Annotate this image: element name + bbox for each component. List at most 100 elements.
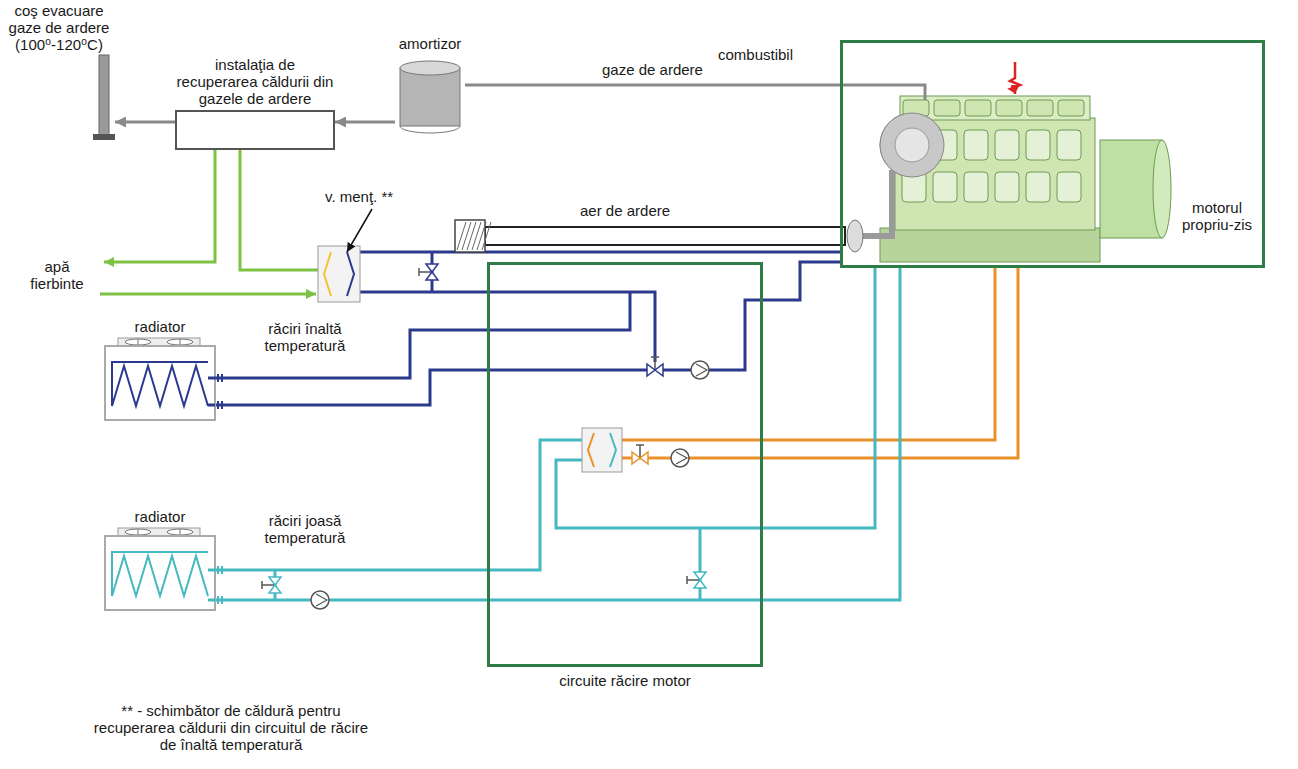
heat-exchanger <box>610 433 616 467</box>
engine-illustration <box>847 220 863 252</box>
radiator-coil <box>112 556 208 596</box>
edge-label: gaze de ardere <box>599 61 706 78</box>
valve-stem <box>262 584 275 586</box>
engine-illustration <box>862 170 892 236</box>
pipe-flange <box>217 401 219 409</box>
three-way-valve <box>632 452 648 464</box>
pump-symbol <box>311 591 329 609</box>
node-label: coş evacuare gaze de ardere (100⁰-120⁰C) <box>3 2 115 53</box>
pipe-flange <box>217 596 219 604</box>
heat-exchanger <box>347 252 354 296</box>
edge-label-holder: gaze de ardere <box>599 61 706 78</box>
heat-exchanger <box>582 428 622 472</box>
engine-panel <box>964 130 988 160</box>
label-holder: apă fierbinte <box>22 258 92 292</box>
engine-illustration <box>1010 62 1020 94</box>
heat-exchanger <box>318 246 360 302</box>
valve-stem <box>636 444 644 446</box>
pump-symbol <box>671 449 689 467</box>
engine-panel <box>1057 130 1081 160</box>
pipe-connector <box>335 121 395 124</box>
engine-box: motorul propriu-zis <box>840 40 1265 268</box>
filter-hatch <box>472 222 481 250</box>
three-way-valve <box>269 577 281 593</box>
pump-symbol <box>691 361 709 379</box>
muffler <box>400 68 460 126</box>
annotation-label: răciri înaltă temperatură <box>245 320 365 354</box>
annotation-label: v. menţ. ** <box>325 188 425 205</box>
label-holder: răciri înaltă temperatură <box>245 320 365 354</box>
node-label: motorul propriu-zis <box>1173 199 1261 233</box>
leader-arrow <box>347 209 372 252</box>
radiator-body <box>105 536 215 610</box>
muffler <box>400 61 460 133</box>
muffler <box>400 61 460 75</box>
annotation-label: apă fierbinte <box>22 258 92 292</box>
pipe-flange <box>221 596 223 604</box>
radiator-coil <box>112 362 208 406</box>
radiator-body <box>105 346 215 420</box>
valve-stem <box>686 576 688 584</box>
annotation-label: combustibil <box>718 46 818 63</box>
engine-panel <box>1026 172 1050 202</box>
heat-exchanger <box>582 428 622 472</box>
ht-pipes <box>360 292 655 362</box>
lt-pipes <box>699 528 702 600</box>
hot-water-pipes <box>240 150 318 270</box>
pipe-connector <box>215 330 487 378</box>
pump-symbol <box>316 594 327 606</box>
radiator-stub <box>208 569 215 572</box>
engine-illustration <box>880 228 1100 262</box>
pipe-connector <box>465 84 840 87</box>
radiator-stub <box>208 599 215 602</box>
valves-pumps-radiators <box>105 222 709 610</box>
oil-pipes <box>622 268 995 440</box>
oil-pipes <box>622 268 1018 458</box>
annotation-label: aer de ardere <box>580 202 700 219</box>
three-way-valve <box>647 364 663 376</box>
engine-panel <box>933 172 957 202</box>
engine-illustration <box>880 113 944 177</box>
annotation-label: ** - schimbător de căldură pentru recupe… <box>90 702 372 753</box>
radiator-node: radiator <box>105 508 215 610</box>
hot-water-pipes <box>100 150 318 294</box>
muffler-node: amortizor <box>395 35 465 135</box>
pipe-connector <box>763 262 840 300</box>
ht-pipes <box>663 300 763 370</box>
engine-illustration <box>895 128 929 162</box>
engine-illustration <box>1153 140 1171 238</box>
node-label: radiator <box>105 318 215 335</box>
filter-hatch <box>462 222 471 250</box>
node-label: circuite răcire motor <box>487 672 763 689</box>
label-holder: răciri joasă temperatură <box>245 512 365 546</box>
radiator-stub <box>208 404 215 407</box>
cylinder-head <box>1027 100 1053 116</box>
air-intake <box>455 220 845 252</box>
radiator-coil <box>112 552 208 596</box>
valve-stem <box>639 445 641 458</box>
engine-panel <box>1026 130 1050 160</box>
heat-exchanger <box>324 252 331 296</box>
valve-stem <box>418 268 420 276</box>
node-label: amortizor <box>395 35 465 52</box>
ht-pipes <box>487 292 630 330</box>
radiator-stub <box>208 377 215 380</box>
chimney <box>99 55 109 135</box>
radiator-node: radiator <box>105 318 215 420</box>
label-holder: ** - schimbător de căldură pentru recupe… <box>90 702 372 753</box>
engine-panel <box>1057 172 1081 202</box>
engine-panel <box>964 172 988 202</box>
muffler <box>400 126 460 133</box>
hot-water-pipes <box>100 293 316 296</box>
label-holder: v. menţ. ** <box>325 188 425 205</box>
valve-stem <box>651 356 659 358</box>
lt-pipes <box>556 268 875 528</box>
pipe-flange <box>221 401 223 409</box>
cooling-circuits-box: circuite răcire motor <box>487 262 763 692</box>
valve-stem <box>419 271 432 273</box>
air-intake <box>485 227 845 245</box>
hot-water-pipes <box>104 150 215 262</box>
annotation-label: răciri joasă temperatură <box>245 512 365 546</box>
ht-pipes <box>215 370 647 405</box>
